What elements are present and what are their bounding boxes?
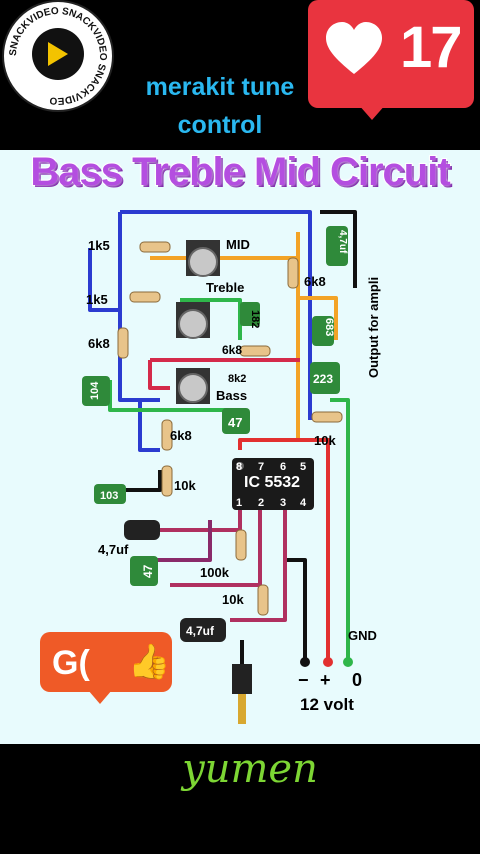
wire-purple-4 — [150, 520, 212, 562]
wire-blue-side — [88, 248, 120, 312]
wire-orange-3 — [298, 296, 338, 340]
like-count: 17 — [400, 15, 462, 80]
ic-chip — [232, 458, 314, 510]
wire-black-out — [320, 210, 357, 288]
label-10k-left: 10k — [174, 478, 196, 493]
label-cap-223: 223 — [313, 372, 333, 386]
wire-red-2 — [148, 360, 170, 390]
audio-jack-icon — [232, 664, 252, 724]
label-pin-8: 8 — [236, 461, 242, 473]
ad-button-pointer — [88, 690, 112, 704]
wire-blue-lower — [138, 400, 160, 452]
thumbs-up-icon: 👍 — [128, 643, 171, 681]
label-cap-47-center: 47 — [228, 415, 242, 430]
like-badge[interactable]: 17 — [308, 0, 474, 108]
label-8k2: 8k2 — [228, 373, 246, 385]
label-gnd: GND — [348, 628, 377, 643]
label-mid: MID — [226, 237, 250, 252]
label-cap-103: 103 — [100, 490, 118, 502]
label-10k-bottom: 10k — [222, 592, 244, 607]
label-cap-104: 104 — [89, 381, 101, 400]
label-cap-47uf-left: 4,7uf — [98, 542, 129, 557]
label-pin-5: 5 — [300, 461, 306, 473]
label-cap-683: 683 — [323, 318, 335, 336]
ad-button-label: G( — [52, 644, 90, 682]
label-1k5-mid: 1k5 — [86, 292, 108, 307]
wire-green-2 — [108, 380, 230, 412]
like-ad-button[interactable]: G( 👍 — [40, 632, 172, 692]
snackvideo-logo-icon[interactable]: SNACKVIDEO SNACKVIDEO SNACKVIDEO — [2, 0, 114, 112]
label-cap-47-left: 47 — [141, 564, 155, 578]
diagram-title: Bass Treble Mid Circuit — [29, 149, 451, 195]
label-output: Output for ampli — [366, 277, 381, 378]
label-6k8-lower: 6k8 — [170, 428, 192, 443]
heart-icon — [326, 22, 382, 74]
label-cap-182: 182 — [249, 310, 261, 328]
caption-line-2: control — [177, 111, 263, 139]
resistors — [117, 241, 343, 616]
circuit-diagram: 1k5 1k5 6k8 MID Treble 182 6k8 8k2 Bass … — [82, 210, 381, 724]
footer-area — [0, 744, 480, 854]
label-treble: Treble — [206, 280, 244, 295]
label-pin-6: 6 — [280, 461, 286, 473]
label-100k: 100k — [200, 565, 230, 580]
play-icon — [48, 42, 68, 66]
wire-purple-1 — [150, 510, 242, 532]
label-ic: IC 5532 — [244, 474, 300, 491]
label-6k8-left: 6k8 — [88, 336, 110, 351]
label-pin-1: 1 — [236, 497, 242, 509]
label-plus: + — [320, 670, 331, 690]
label-supply: 12 volt — [300, 695, 354, 714]
label-6k8-center: 6k8 — [222, 343, 242, 357]
video-caption: merakit tune control — [132, 68, 308, 144]
wire-purple-3 — [230, 510, 287, 622]
wire-black-minus — [283, 510, 307, 660]
wire-green-1 — [180, 298, 242, 340]
label-6k8-right: 6k8 — [304, 274, 326, 289]
label-bass: Bass — [216, 388, 247, 403]
watermark-text: yumen — [182, 746, 318, 792]
label-10k-right: 10k — [314, 433, 336, 448]
potentiometers — [176, 240, 220, 404]
label-pin-4: 4 — [300, 497, 307, 509]
label-pin-7: 7 — [258, 461, 264, 473]
label-1k5-top: 1k5 — [88, 238, 110, 253]
wire-green-gnd — [330, 398, 350, 660]
wire-black-2 — [120, 470, 162, 492]
label-pin-3: 3 — [280, 497, 286, 509]
wire-blue-top — [120, 210, 312, 420]
like-badge-pointer — [358, 104, 386, 120]
label-zero: 0 — [352, 670, 362, 690]
wire-red-plus — [238, 438, 330, 660]
label-cap-47uf-bottom: 4,7uf — [186, 624, 215, 638]
wire-blue-left — [118, 212, 160, 402]
caption-line-1: merakit tune — [145, 73, 295, 101]
label-minus: − — [298, 670, 309, 690]
label-cap-47uf-top: 4,7uf — [337, 230, 348, 254]
power-terminals — [300, 657, 353, 667]
label-pin-2: 2 — [258, 497, 264, 509]
capacitors — [82, 226, 348, 642]
